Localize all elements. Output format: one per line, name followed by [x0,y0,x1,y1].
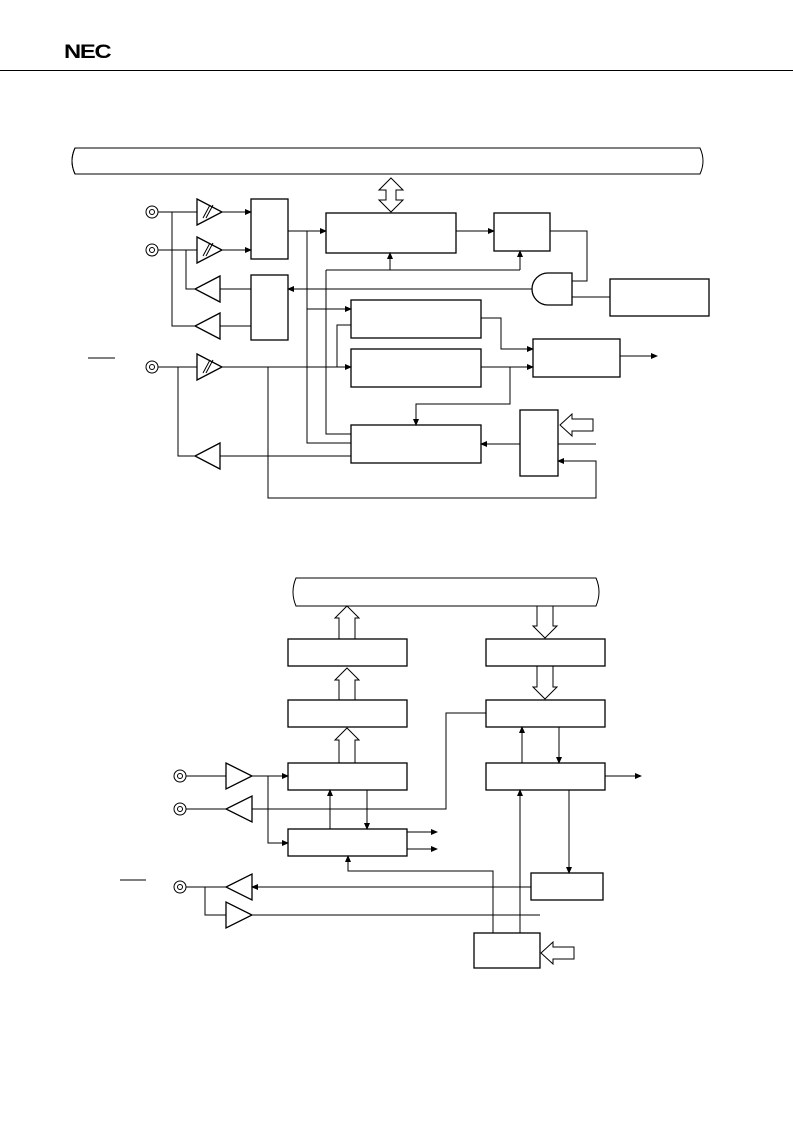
output-buffer-2 [193,311,221,341]
block-1-g [532,338,621,378]
input-buffer-7 [225,900,254,930]
hollow-up-arrow-3 [333,727,361,764]
diagram-1 [71,147,710,499]
schmitt-buffer-2 [196,235,224,265]
output-buffer-1 [193,274,221,304]
block-2-g [287,828,408,857]
block-2-a [287,638,408,667]
bus-bidir-arrow-1 [377,177,405,213]
diagram-2 [120,577,642,969]
block-1-e [350,299,482,339]
nec-logo: NEC [64,42,112,63]
block-2-i [473,932,541,969]
hollow-up-arrow-2 [333,667,361,701]
block-1-d [493,212,551,252]
internal-bus-1 [71,147,704,175]
pin-3 [145,360,159,374]
block-2-b [485,638,606,667]
hollow-input-arrow-2 [540,940,575,966]
output-buffer-5 [224,794,253,824]
block-1-b [250,274,289,341]
block-1-h [609,278,710,317]
pin-6 [173,880,187,894]
block-2-c [287,699,408,728]
pin-2 [145,243,159,257]
pin-4 [173,769,187,783]
schmitt-buffer-3 [196,352,224,382]
and-gate [531,272,573,306]
header-rule [0,70,793,71]
hollow-down-arrow-2 [531,665,559,700]
block-2-d [485,699,606,728]
block-1-c [325,212,457,254]
output-buffer-6 [224,872,253,902]
block-1-i [350,424,482,464]
block-1-a [250,198,289,260]
pin-1 [145,205,159,219]
block-1-f [350,348,482,388]
hollow-up-arrow-1 [333,605,361,640]
block-2-f [485,762,606,791]
hollow-down-arrow-1 [531,605,559,639]
output-buffer-3 [193,441,221,471]
hollow-input-arrow-1 [559,412,594,438]
block-1-j [519,409,559,477]
input-buffer-4 [225,761,254,791]
block-2-e [287,762,408,791]
block-2-h [530,872,604,901]
pin-5 [173,802,187,816]
internal-bus-2 [292,577,600,607]
schmitt-buffer-1 [196,197,224,227]
